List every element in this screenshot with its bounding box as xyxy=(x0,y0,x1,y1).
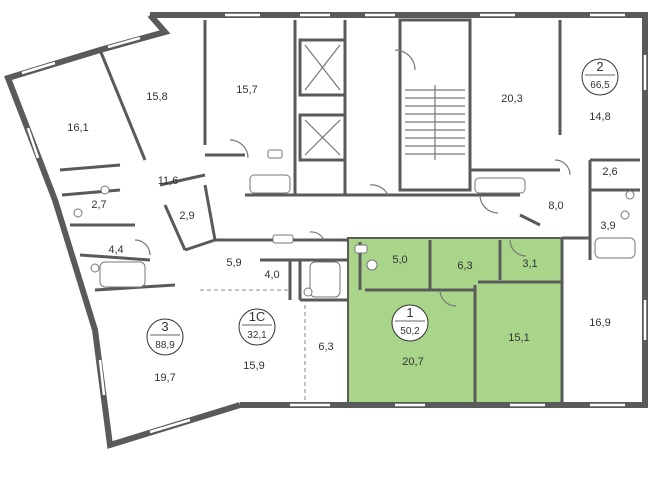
apartment-number: 1С xyxy=(249,309,266,324)
room-area-20-3: 20,3 xyxy=(501,93,522,105)
room-area-16-9: 16,9 xyxy=(589,317,610,329)
room-area-15-8: 15,8 xyxy=(146,91,167,103)
room-area-15-7: 15,7 xyxy=(236,84,257,96)
room-area-2-6: 2,6 xyxy=(602,166,617,178)
room-area-2-9: 2,9 xyxy=(179,210,194,222)
room-labels: 16,1 15,8 15,7 20,3 14,8 11,6 2,7 4,4 2,… xyxy=(67,84,617,384)
apartment-total-area: 66,5 xyxy=(590,80,610,91)
stair-steps xyxy=(405,85,465,160)
interior-walls xyxy=(59,18,640,404)
room-area-5-9: 5,9 xyxy=(226,257,241,269)
room-area-6-3-b: 6,3 xyxy=(318,341,333,353)
room-area-15-1: 15,1 xyxy=(508,332,529,344)
room-area-19-7: 19,7 xyxy=(154,372,175,384)
apartment-total-area: 32,1 xyxy=(247,330,267,341)
room-area-5-0: 5,0 xyxy=(392,254,407,266)
sanitary-fixtures xyxy=(73,149,636,298)
apartment-badge-1c[interactable]: 1С 32,1 xyxy=(238,308,276,346)
apartment-number: 3 xyxy=(161,319,168,334)
apartment-total-area: 50,2 xyxy=(400,326,420,337)
room-area-2-7: 2,7 xyxy=(91,199,106,211)
room-area-11-6: 11,6 xyxy=(158,175,179,187)
apartment-badge-2[interactable]: 2 66,5 xyxy=(581,58,619,96)
room-area-8-0: 8,0 xyxy=(548,200,563,212)
apartment-total-area: 88,9 xyxy=(155,340,175,351)
room-area-6-3-a: 6,3 xyxy=(457,260,472,272)
doors xyxy=(134,49,571,307)
apartment-number: 1 xyxy=(406,305,413,320)
apartment-number: 2 xyxy=(596,59,603,74)
room-area-15-9: 15,9 xyxy=(243,360,264,372)
room-area-20-7: 20,7 xyxy=(402,356,423,368)
windows xyxy=(21,13,647,434)
room-area-14-8: 14,8 xyxy=(589,111,610,123)
room-area-16-1: 16,1 xyxy=(67,122,88,134)
room-area-3-9: 3,9 xyxy=(600,220,615,232)
room-area-3-1: 3,1 xyxy=(522,258,537,270)
room-area-4-4: 4,4 xyxy=(108,244,123,256)
apartment-badge-3[interactable]: 3 88,9 xyxy=(146,318,184,356)
room-area-4-0: 4,0 xyxy=(264,269,279,281)
apartment-badge-1[interactable]: 1 50,2 xyxy=(391,304,429,342)
